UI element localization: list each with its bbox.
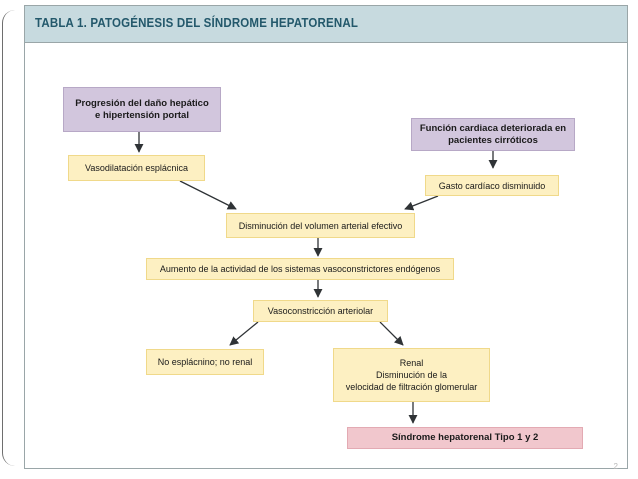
table-header: TABLA 1. PATOGÉNESIS DEL SÍNDROME HEPATO… bbox=[25, 6, 627, 43]
node-vasoconstriccion-label: Vasoconstricción arteriolar bbox=[267, 306, 374, 316]
node-volumen: Disminución del volumen arterial efectiv… bbox=[226, 213, 415, 238]
node-sindrome-label: Síndrome hepatorenal Tipo 1 y 2 bbox=[391, 432, 539, 443]
node-progresion-line2: e hipertensión portal bbox=[95, 109, 189, 121]
node-no-esplacnico-label: No esplácnino; no renal bbox=[157, 357, 253, 367]
node-vasodilatacion-label: Vasodilatación esplácnica bbox=[85, 163, 188, 173]
table-frame: TABLA 1. PATOGÉNESIS DEL SÍNDROME HEPATO… bbox=[24, 5, 628, 469]
node-volumen-label: Disminución del volumen arterial efectiv… bbox=[238, 220, 403, 231]
node-no-esplacnico: No esplácnino; no renal bbox=[146, 349, 264, 375]
node-renal-line1: Renal bbox=[399, 358, 424, 368]
node-actividad: Aumento de la actividad de los sistemas … bbox=[146, 258, 454, 280]
left-bracket-decoration bbox=[2, 10, 15, 466]
node-funcion-line2: pacientes cirróticos bbox=[448, 134, 538, 146]
node-actividad-label: Aumento de la actividad de los sistemas … bbox=[159, 264, 441, 274]
table-title: TABLA 1. PATOGÉNESIS DEL SÍNDROME HEPATO… bbox=[35, 16, 359, 30]
node-gasto-label: Gasto cardíaco disminuido bbox=[438, 180, 546, 191]
node-renal: Renal Disminución de la velocidad de fil… bbox=[333, 348, 490, 402]
node-funcion: Función cardiaca deteriorada en paciente… bbox=[411, 118, 575, 151]
node-renal-line2: Disminución de la bbox=[375, 370, 448, 380]
node-gasto: Gasto cardíaco disminuido bbox=[425, 175, 559, 196]
page-number: 2 bbox=[613, 462, 618, 471]
node-renal-line3: velocidad de filtración glomerular bbox=[345, 382, 478, 392]
node-funcion-line1: Función cardiaca deteriorada en bbox=[419, 122, 567, 134]
node-progresion: Progresión del daño hepático e hipertens… bbox=[63, 87, 221, 132]
node-progresion-line1: Progresión del daño hepático bbox=[75, 97, 209, 109]
node-vasodilatacion: Vasodilatación esplácnica bbox=[68, 155, 205, 181]
node-vasoconstriccion: Vasoconstricción arteriolar bbox=[253, 300, 388, 322]
node-sindrome: Síndrome hepatorenal Tipo 1 y 2 bbox=[347, 427, 583, 449]
